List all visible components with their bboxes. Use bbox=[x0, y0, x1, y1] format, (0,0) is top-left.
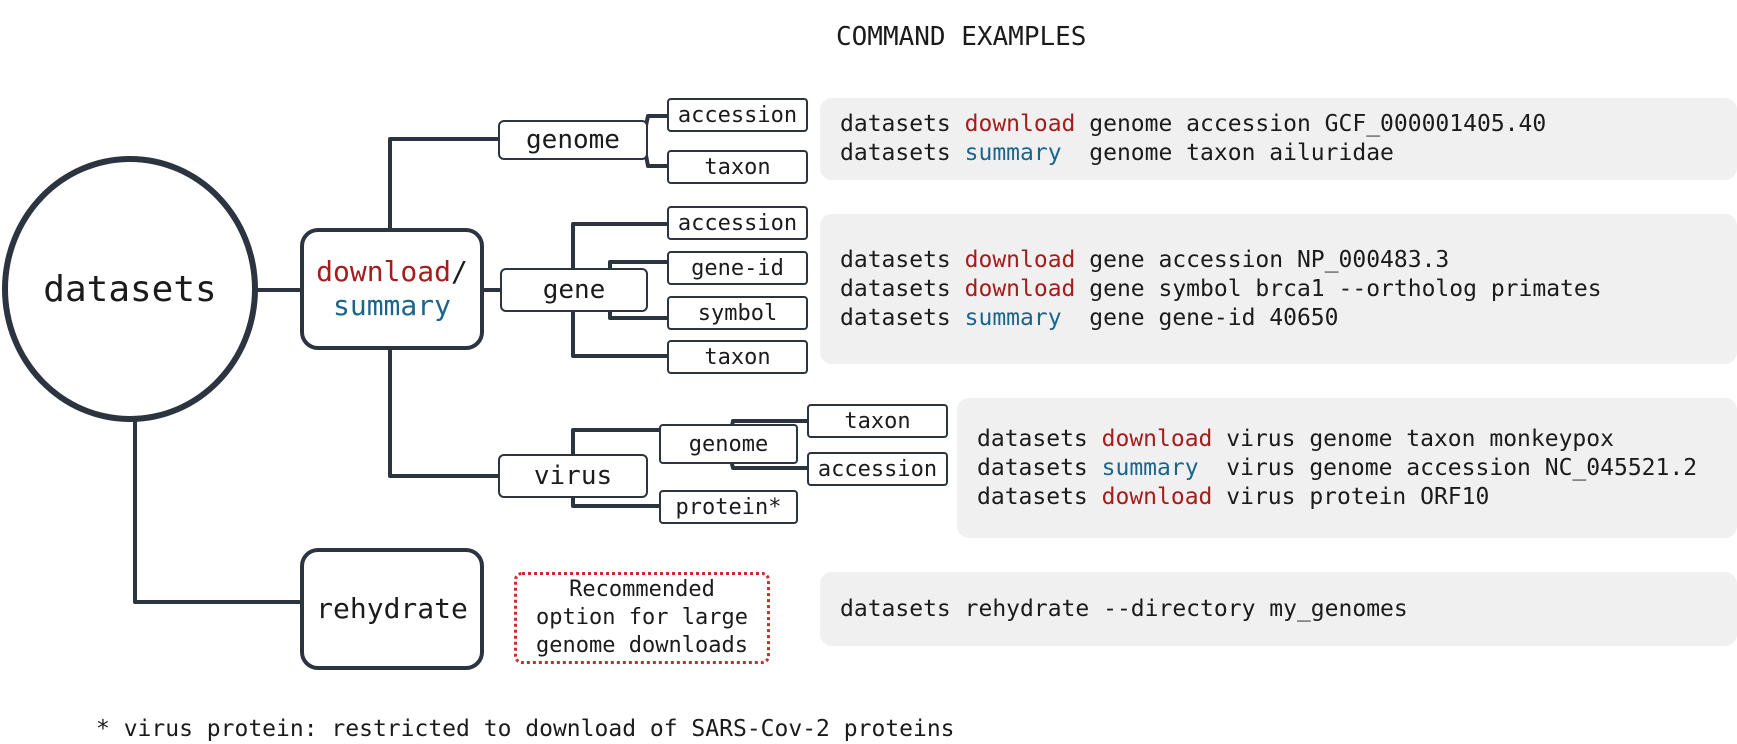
command-prefix: datasets bbox=[840, 304, 965, 331]
virus-node: virus bbox=[498, 454, 648, 498]
virus-protein-node: protein* bbox=[659, 490, 798, 524]
genome-node: genome bbox=[498, 120, 648, 160]
command-verb: download bbox=[1101, 483, 1213, 510]
gene-symbol-node: symbol bbox=[667, 296, 808, 330]
virus-genome-node: genome bbox=[659, 424, 798, 464]
gene-gene-id-label: gene-id bbox=[691, 255, 784, 281]
rehydrate-label: rehydrate bbox=[316, 592, 468, 625]
command-example-line: datasets download genome accession GCF_0… bbox=[840, 110, 1737, 139]
note-line-3: genome downloads bbox=[536, 633, 748, 658]
command-example-line: datasets summary virus genome accession … bbox=[977, 454, 1737, 483]
command-prefix: datasets rehydrate --directory my_genome… bbox=[840, 595, 1408, 622]
command-args: gene accession NP_000483.3 bbox=[1075, 246, 1450, 273]
summary-verb: summary bbox=[332, 289, 451, 322]
virus-genome-accession-node: accession bbox=[807, 452, 948, 486]
command-prefix: datasets bbox=[840, 275, 965, 302]
command-args: virus protein ORF10 bbox=[1212, 483, 1490, 510]
command-args: virus genome accession NC_045521.2 bbox=[1198, 454, 1698, 481]
virus-genome-accession-label: accession bbox=[817, 456, 938, 482]
note-line-1: Recommended bbox=[569, 577, 715, 602]
download-verb: download bbox=[316, 255, 451, 288]
command-prefix: datasets bbox=[840, 111, 965, 137]
gene-accession-label: accession bbox=[677, 210, 798, 236]
genome-accession-node: accession bbox=[667, 98, 808, 132]
command-example-line: datasets summary gene gene-id 40650 bbox=[840, 304, 1737, 333]
command-verb: summary bbox=[964, 140, 1062, 166]
command-verb: download bbox=[964, 246, 1076, 273]
command-example-line: datasets rehydrate --directory my_genome… bbox=[840, 595, 1737, 624]
command-prefix: datasets bbox=[840, 246, 965, 273]
datasets-root-label: datasets bbox=[43, 268, 217, 310]
rehydrate-recommendation-note: Recommended option for large genome down… bbox=[514, 572, 770, 664]
command-args: gene symbol brca1 --ortholog primates bbox=[1075, 275, 1602, 302]
command-verb: download bbox=[964, 111, 1076, 137]
virus-protein-footnote: * virus protein: restricted to download … bbox=[96, 716, 955, 742]
gene-gene-id-node: gene-id bbox=[667, 251, 808, 285]
gene-taxon-label: taxon bbox=[704, 344, 771, 370]
gene-symbol-label: symbol bbox=[697, 300, 778, 326]
virus-genome-taxon-node: taxon bbox=[807, 404, 948, 438]
slash: / bbox=[451, 255, 468, 288]
command-verb: download bbox=[964, 275, 1076, 302]
gene-node-label: gene bbox=[542, 275, 606, 305]
command-args: virus genome taxon monkeypox bbox=[1212, 425, 1614, 452]
command-verb: summary bbox=[1101, 454, 1199, 481]
command-example-line: datasets download virus genome taxon mon… bbox=[977, 425, 1737, 454]
rehydrate-node: rehydrate bbox=[300, 548, 484, 670]
command-verb: download bbox=[1101, 425, 1213, 452]
genome-taxon-node: taxon bbox=[667, 150, 808, 184]
command-example-line: datasets download virus protein ORF10 bbox=[977, 483, 1737, 512]
gene-node: gene bbox=[500, 268, 648, 312]
command-args: gene gene-id 40650 bbox=[1061, 304, 1339, 331]
genome-node-label: genome bbox=[526, 125, 620, 155]
command-example-line: datasets download gene accession NP_0004… bbox=[840, 246, 1737, 275]
download-summary-label: download/ bbox=[316, 255, 468, 289]
gene-examples-panel: datasets download gene accession NP_0004… bbox=[820, 214, 1737, 364]
virus-node-label: virus bbox=[533, 461, 613, 491]
genome-accession-label: accession bbox=[677, 102, 798, 128]
diagram-title: COMMAND EXAMPLES bbox=[836, 22, 1087, 52]
gene-accession-node: accession bbox=[667, 206, 808, 240]
command-verb: summary bbox=[964, 304, 1062, 331]
virus-genome-taxon-label: taxon bbox=[844, 408, 911, 434]
gene-taxon-node: taxon bbox=[667, 340, 808, 374]
rehydrate-examples-panel: datasets rehydrate --directory my_genome… bbox=[820, 572, 1737, 646]
command-prefix: datasets bbox=[977, 425, 1102, 452]
note-line-2: option for large bbox=[536, 605, 748, 630]
virus-examples-panel: datasets download virus genome taxon mon… bbox=[957, 398, 1737, 538]
command-args: genome accession GCF_000001405.40 bbox=[1075, 111, 1547, 137]
command-example-line: datasets summary genome taxon ailuridae bbox=[840, 139, 1737, 168]
command-prefix: datasets bbox=[977, 483, 1102, 510]
virus-protein-label: protein* bbox=[675, 494, 782, 520]
download-summary-node: download/ summary bbox=[300, 228, 484, 350]
command-prefix: datasets bbox=[840, 140, 965, 166]
datasets-root-node: datasets bbox=[2, 156, 258, 422]
genome-examples-panel: datasets download genome accession GCF_0… bbox=[820, 98, 1737, 180]
command-example-line: datasets download gene symbol brca1 --or… bbox=[840, 275, 1737, 304]
genome-taxon-label: taxon bbox=[704, 154, 771, 180]
virus-genome-label: genome bbox=[688, 431, 769, 457]
command-prefix: datasets bbox=[977, 454, 1102, 481]
command-args: genome taxon ailuridae bbox=[1061, 140, 1394, 166]
